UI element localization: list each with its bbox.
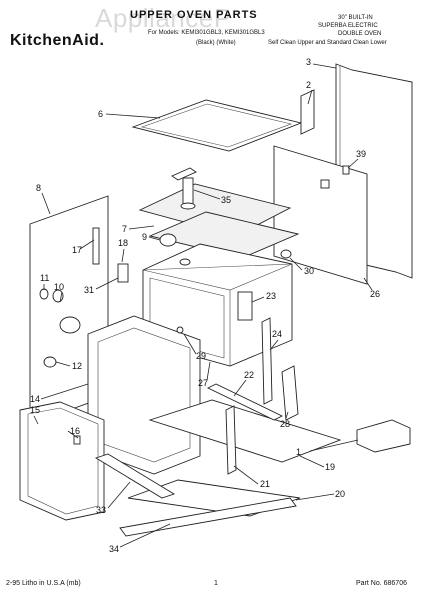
channel-part: [94, 453, 176, 499]
callout-10: 10: [54, 282, 64, 292]
hinge-part: [281, 365, 299, 421]
callout-19: 19: [325, 462, 335, 472]
callout-28: 28: [280, 419, 290, 429]
footer-page-number: 1: [214, 580, 218, 587]
callout-15: 15: [30, 405, 40, 415]
bracket-1-part: [356, 419, 411, 453]
callout-23: 23: [266, 291, 276, 301]
callout-30: 30: [304, 266, 314, 276]
header-right-line1: 30" BUILT-IN: [338, 15, 373, 21]
brand-logo: KitchenAid.: [10, 32, 105, 49]
callout-33: 33: [96, 505, 106, 515]
callout-21: 21: [260, 479, 270, 489]
callout-22: 22: [244, 370, 254, 380]
clip-part: [342, 165, 350, 175]
back-panel-part: [273, 145, 368, 285]
callout-11: 11: [40, 273, 49, 283]
door-liner-part: [19, 401, 105, 521]
page-title: UPPER OVEN PARTS: [130, 9, 258, 21]
callout-34: 34: [109, 544, 119, 554]
header-right-line3: DOUBLE OVEN: [338, 31, 382, 37]
top-panel-part: [131, 99, 303, 152]
base-tray-part: [148, 399, 342, 463]
for-models-text: For Models: KEMI301GBL3, KEMI301GBL3: [148, 30, 265, 36]
callout-29: 29: [196, 351, 206, 361]
footer-litho: 2-95 Litho in U.S.A (mb): [6, 580, 81, 587]
callout-14: 14: [30, 394, 40, 404]
oven-frame-part: [87, 315, 201, 475]
bracket-part: [300, 89, 315, 135]
header-right-line2: SUPERBA ELECTRIC: [318, 23, 378, 29]
callout-3: 3: [306, 57, 311, 67]
callout-20: 20: [335, 489, 345, 499]
callout-7: 7: [122, 224, 127, 234]
callout-2: 2: [306, 80, 311, 90]
callout-17: 17: [72, 245, 82, 255]
callout-9: 9: [142, 232, 147, 242]
callout-39: 39: [356, 149, 366, 159]
callout-35: 35: [221, 195, 231, 205]
support-bar-part: [206, 383, 284, 421]
callout-6: 6: [98, 109, 103, 119]
callout-27: 27: [198, 378, 208, 388]
callout-26: 26: [370, 289, 380, 299]
callout-12: 12: [72, 361, 82, 371]
watermark-text: ApplianceP: [95, 3, 232, 33]
footer-part-number: Part No. 686706: [356, 580, 407, 587]
thermostat-part: [159, 233, 177, 247]
callout-1: 1: [296, 447, 301, 457]
callout-24: 24: [272, 329, 282, 339]
header-right-line4: Self Clean Upper and Standard Clean Lowe…: [268, 40, 387, 46]
callout-16: 16: [70, 426, 80, 436]
callout-31: 31: [84, 285, 94, 295]
callout-18: 18: [118, 238, 128, 248]
hinge-bar-part: [261, 317, 273, 405]
callout-8: 8: [36, 183, 41, 193]
header: ApplianceP UPPER OVEN PARTS KitchenAid. …: [0, 0, 434, 52]
colors-text: (Black) (White): [196, 40, 236, 46]
post-part: [225, 405, 237, 475]
